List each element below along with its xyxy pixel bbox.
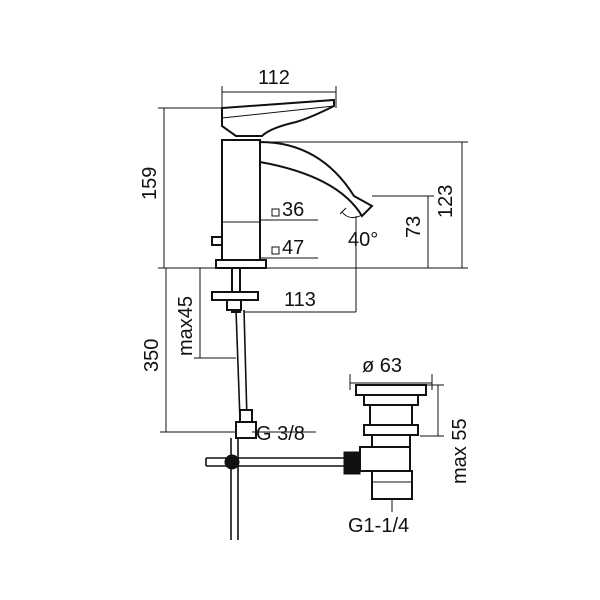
label-113: 113 <box>284 289 316 311</box>
dimension-112: 112 <box>221 67 337 108</box>
label-g1-1-4: G1-1/4 <box>348 515 409 537</box>
dimension-g1-1-4: G1-1/4 <box>348 499 409 537</box>
dimension-square-36: 36 <box>260 199 318 221</box>
angle-40: 40° <box>348 216 378 312</box>
label-36: 36 <box>282 199 304 221</box>
dimension-123: 123 <box>262 141 468 269</box>
faucet-handle <box>221 98 335 137</box>
label-diameter-63: ø 63 <box>362 355 402 377</box>
dimension-350: 350 <box>141 268 240 433</box>
drain-linkage <box>205 438 361 540</box>
label-max45: max45 <box>175 296 197 356</box>
label-123: 123 <box>435 185 457 218</box>
dimension-square-47: 47 <box>260 237 318 259</box>
drain-lever-knob <box>211 236 223 246</box>
supply-fitting: G 3/8 <box>235 409 316 445</box>
label-47: 47 <box>282 237 304 259</box>
dimension-max55: max 55 <box>420 384 471 484</box>
dimension-113: 113 <box>244 289 356 313</box>
faucet-body <box>211 139 267 269</box>
dimension-73: 73 <box>372 195 434 268</box>
square-symbol-icon <box>271 208 280 217</box>
label-112: 112 <box>258 67 290 89</box>
square-symbol-icon <box>271 246 280 255</box>
mounting-shank <box>211 267 259 421</box>
label-max-55: max 55 <box>449 418 471 484</box>
label-g-3-8: G 3/8 <box>256 423 305 445</box>
pivot-nut <box>343 451 361 475</box>
faucet-spout <box>259 140 374 218</box>
label-40-degrees: 40° <box>348 229 378 251</box>
label-159: 159 <box>139 167 161 200</box>
dimension-max45: max45 <box>175 268 236 359</box>
label-350: 350 <box>141 339 163 372</box>
label-73: 73 <box>403 216 425 238</box>
dimension-159: 159 <box>139 107 224 269</box>
pop-up-drain: ø 63 <box>349 355 433 500</box>
